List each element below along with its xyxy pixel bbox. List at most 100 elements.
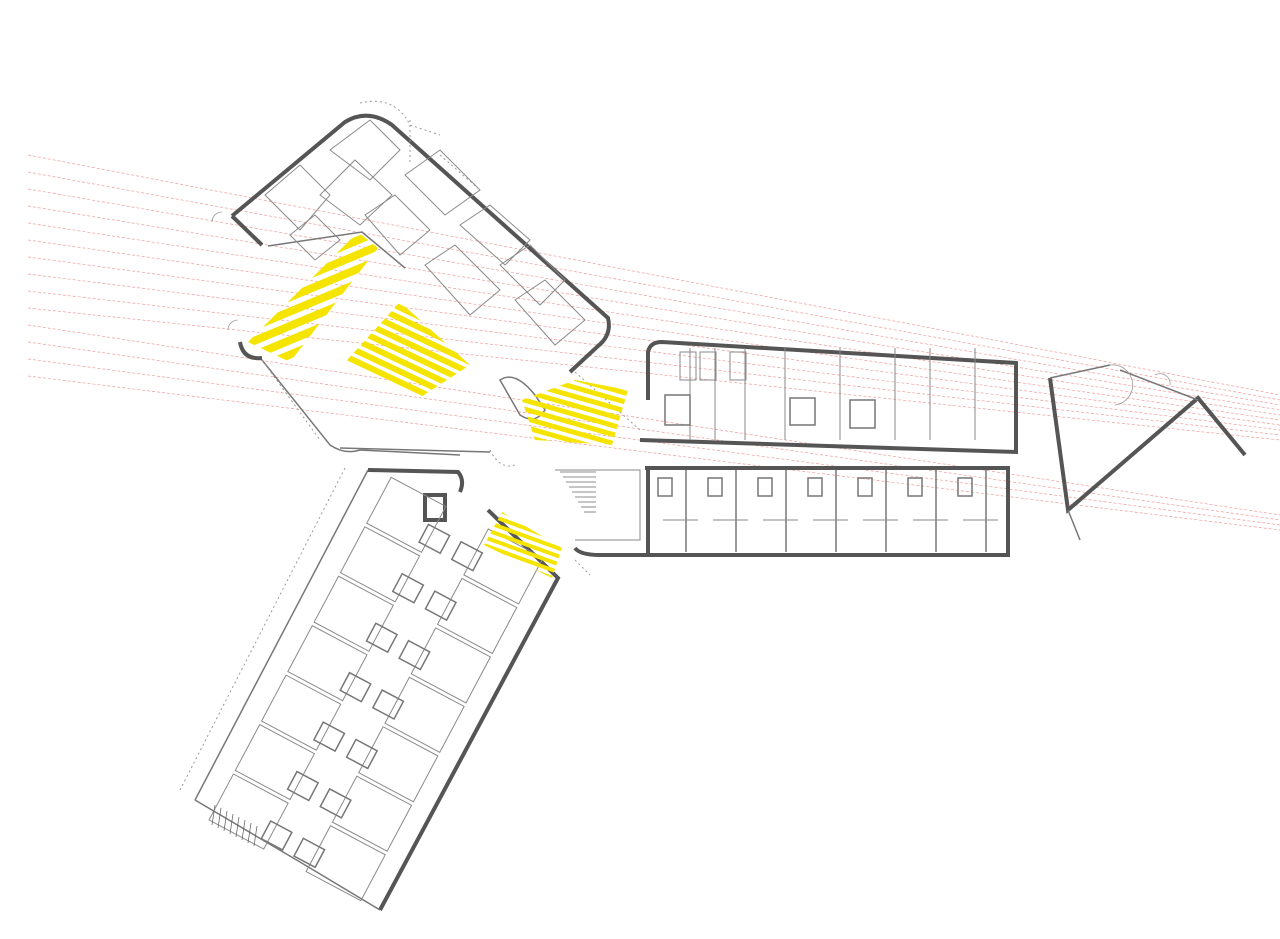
unit-bathroom <box>312 721 346 753</box>
highlight-stripe <box>510 693 650 733</box>
sight-line <box>27 239 1280 421</box>
unit-bathroom <box>365 622 399 654</box>
highlight-stripe <box>263 639 503 739</box>
north-west-wing <box>211 100 611 374</box>
sight-line <box>27 256 1280 426</box>
sight-line <box>27 290 1280 436</box>
highlight-stripe <box>470 732 580 772</box>
highlight-stripe <box>470 788 580 828</box>
highlight-stripe <box>470 652 580 692</box>
highlight-stripe <box>470 588 580 628</box>
unit-bathroom <box>292 837 326 869</box>
highlight-stripe <box>470 764 580 804</box>
highlight-stripe <box>425 75 615 165</box>
sw-right-units <box>292 528 544 902</box>
highlight-stripe <box>407 109 597 199</box>
highlight-stripe <box>228 453 468 553</box>
unit-room <box>384 676 465 754</box>
unit-entry <box>807 477 823 497</box>
stair-tread <box>241 819 246 841</box>
highlight-stripe <box>510 630 650 670</box>
stair-tread <box>211 804 216 826</box>
highlight-stripe <box>380 160 570 250</box>
stair-tread <box>223 810 228 832</box>
south-west-wing <box>179 467 591 911</box>
highlight-stripe <box>248 232 378 331</box>
highlight-stripe <box>510 702 650 742</box>
unit-bathroom <box>339 671 372 703</box>
highlight-stripe <box>470 580 580 620</box>
highlight-stripe <box>470 740 580 780</box>
highlight-stripe <box>510 576 650 616</box>
unit-bathroom <box>391 572 425 604</box>
highlight-stripe <box>510 657 650 697</box>
highlight-stripe <box>443 41 633 131</box>
stair-tread <box>235 816 240 838</box>
unit-bathroom <box>319 787 352 819</box>
highlight-stripe <box>510 567 650 607</box>
highlight-stripe <box>243 533 483 633</box>
east-wing <box>555 339 1018 557</box>
east-south-rooms <box>657 470 998 552</box>
highlight-stripe <box>470 668 580 708</box>
highlight-stripe <box>510 684 650 724</box>
highlight-stripe <box>266 652 506 752</box>
highlight-stripe <box>261 626 501 726</box>
unit-entry <box>957 477 973 497</box>
unit-room <box>358 726 439 803</box>
highlight-stripe <box>248 249 378 357</box>
highlight-stripe <box>470 700 580 740</box>
highlight-stripe <box>470 684 580 724</box>
unit-entry <box>707 477 723 497</box>
highlight-stripe <box>430 67 620 157</box>
sight-line <box>27 222 1280 416</box>
sight-line <box>27 171 1280 401</box>
unit-bathroom <box>345 738 379 770</box>
unit-bathroom <box>418 523 451 555</box>
highlight-stripe <box>470 756 580 796</box>
unit-room <box>313 575 394 652</box>
sight-line <box>27 205 1280 411</box>
unit-room <box>463 528 544 605</box>
bathroom-cell <box>699 351 717 381</box>
unit-room <box>339 526 421 603</box>
highlight-stripe <box>248 236 378 344</box>
unit-room <box>436 577 518 655</box>
highlight-stripe <box>510 585 650 625</box>
highlight-stripe <box>470 812 580 852</box>
stair-tread <box>229 813 234 835</box>
highlight-stripe <box>452 24 642 114</box>
highlight-stripe <box>522 380 628 403</box>
sight-line <box>27 273 1280 431</box>
highlight-stripe <box>439 50 629 140</box>
unit-room <box>366 476 447 554</box>
highlight-stripe <box>470 772 580 812</box>
sight-line <box>27 188 1280 406</box>
highlight-stripe <box>470 716 580 756</box>
highlight-stripe <box>248 262 378 362</box>
bathroom-cell <box>729 351 747 381</box>
highlight-stripe <box>448 33 638 123</box>
unit-entry <box>757 477 773 497</box>
highlight-stripe <box>510 459 650 499</box>
highlight-stripe <box>510 495 650 535</box>
highlight-stripe <box>522 420 628 445</box>
highlight-stripe <box>457 16 647 106</box>
highlight-stripe <box>470 780 580 820</box>
highlight-stripe <box>470 628 580 668</box>
highlight-stripe <box>484 562 562 578</box>
sight-line <box>27 324 1280 516</box>
highlight-stripe <box>466 0 656 89</box>
unit-bathroom <box>371 689 405 720</box>
highlight-stripe <box>421 84 611 174</box>
highlight-stripe <box>253 586 493 686</box>
highlight-stripe <box>385 152 575 242</box>
highlight-stripe <box>367 186 557 276</box>
highlight-stripe <box>510 666 650 706</box>
unit-room <box>287 624 368 702</box>
stair-south-west <box>211 804 258 847</box>
stair-tread <box>253 825 258 847</box>
unit-room <box>260 674 342 751</box>
highlight-stripe <box>470 660 580 700</box>
highlight-stripe <box>510 675 650 715</box>
